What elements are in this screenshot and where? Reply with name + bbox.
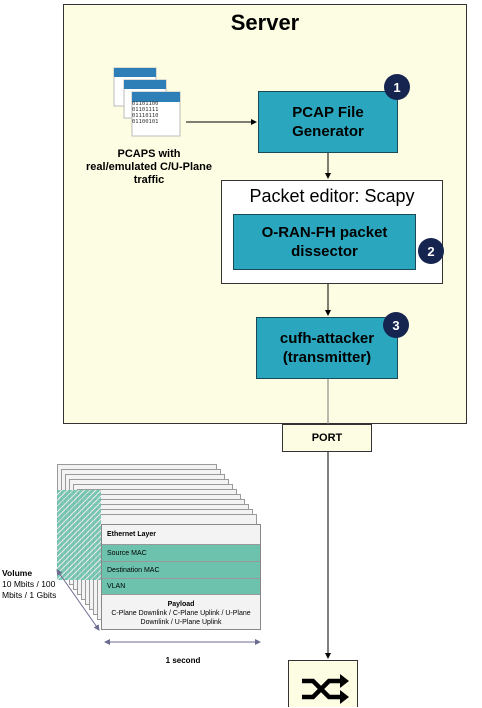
- server-title: Server: [230, 10, 300, 35]
- pcap-file-generator-box: PCAP File Generator: [258, 91, 398, 153]
- ethernet-layer-label: Ethernet Layer: [102, 525, 260, 544]
- binary-line: 01101111: [132, 107, 159, 113]
- packet-stack-teal-edge: [57, 490, 101, 580]
- cufh-attacker-box: cufh-attacker (transmitter): [256, 317, 398, 379]
- destination-mac-field: Destination MAC: [102, 561, 260, 578]
- port-box: PORT: [282, 424, 372, 452]
- pcap-binary: 01101100 01101111 01110110 01100101: [132, 101, 192, 125]
- pcap-files-icon: [110, 66, 190, 146]
- dissector-box: O-RAN-FH packet dissector: [233, 214, 416, 270]
- pcap-files-graphic: [113, 67, 181, 137]
- packet-stack: [0, 0, 257, 620]
- pcaps-label: PCAPS with real/emulated C/U-Plane traff…: [86, 148, 212, 186]
- duration-label: 1 second: [165, 656, 201, 665]
- vlan-field: VLAN: [102, 578, 260, 595]
- packet-editor-title: Packet editor: Scapy: [249, 186, 415, 206]
- switch-box: [288, 660, 358, 707]
- payload-title: Payload: [167, 601, 195, 608]
- source-mac-field: Source MAC: [102, 544, 260, 561]
- binary-line: 01101100: [132, 101, 159, 107]
- step-badge-1: 1: [384, 74, 410, 100]
- binary-line: 01100101: [132, 119, 159, 125]
- step-badge-3: 3: [383, 312, 409, 338]
- volume-label: Volume 10 Mbits / 100 Mbits / 1 Gbits: [2, 568, 72, 601]
- payload-text: C-Plane Downlink / C-Plane Uplink / U-Pl…: [111, 610, 251, 626]
- binary-line: 01110110: [132, 113, 159, 119]
- payload-field: Payload C-Plane Downlink / C-Plane Uplin…: [102, 597, 260, 629]
- shuffle-icon: [302, 674, 349, 704]
- step-badge-2: 2: [418, 238, 444, 264]
- packet-front: Ethernet Layer Source MAC Destination MA…: [101, 524, 261, 630]
- volume-text: 10 Mbits / 100 Mbits / 1 Gbits: [2, 579, 57, 600]
- volume-title: Volume: [2, 568, 33, 578]
